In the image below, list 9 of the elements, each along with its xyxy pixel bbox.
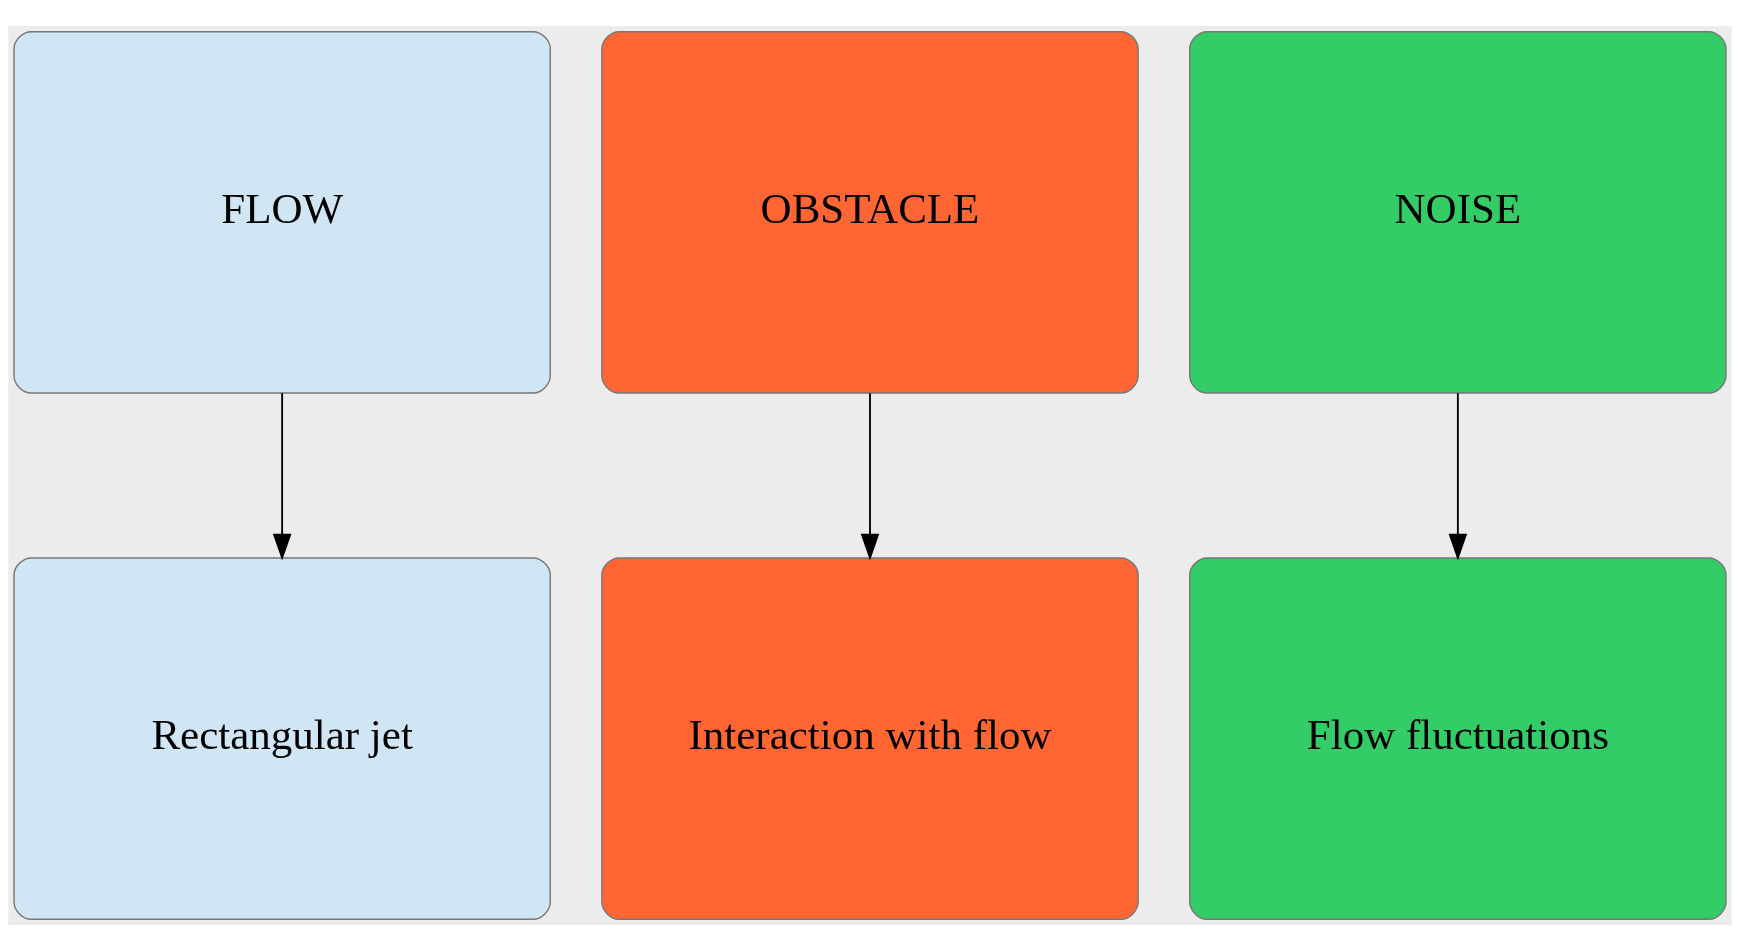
node-box: FLOW	[13, 30, 551, 394]
node-box: Interaction with flow	[601, 556, 1139, 920]
node-box: OBSTACLE	[601, 30, 1139, 394]
arrow	[860, 391, 880, 560]
arrow	[1448, 391, 1468, 560]
node-box: Rectangular jet	[13, 556, 551, 920]
node-box: Flow fluctuations	[1189, 556, 1727, 920]
arrow	[272, 391, 292, 560]
node-box: NOISE	[1189, 30, 1727, 394]
